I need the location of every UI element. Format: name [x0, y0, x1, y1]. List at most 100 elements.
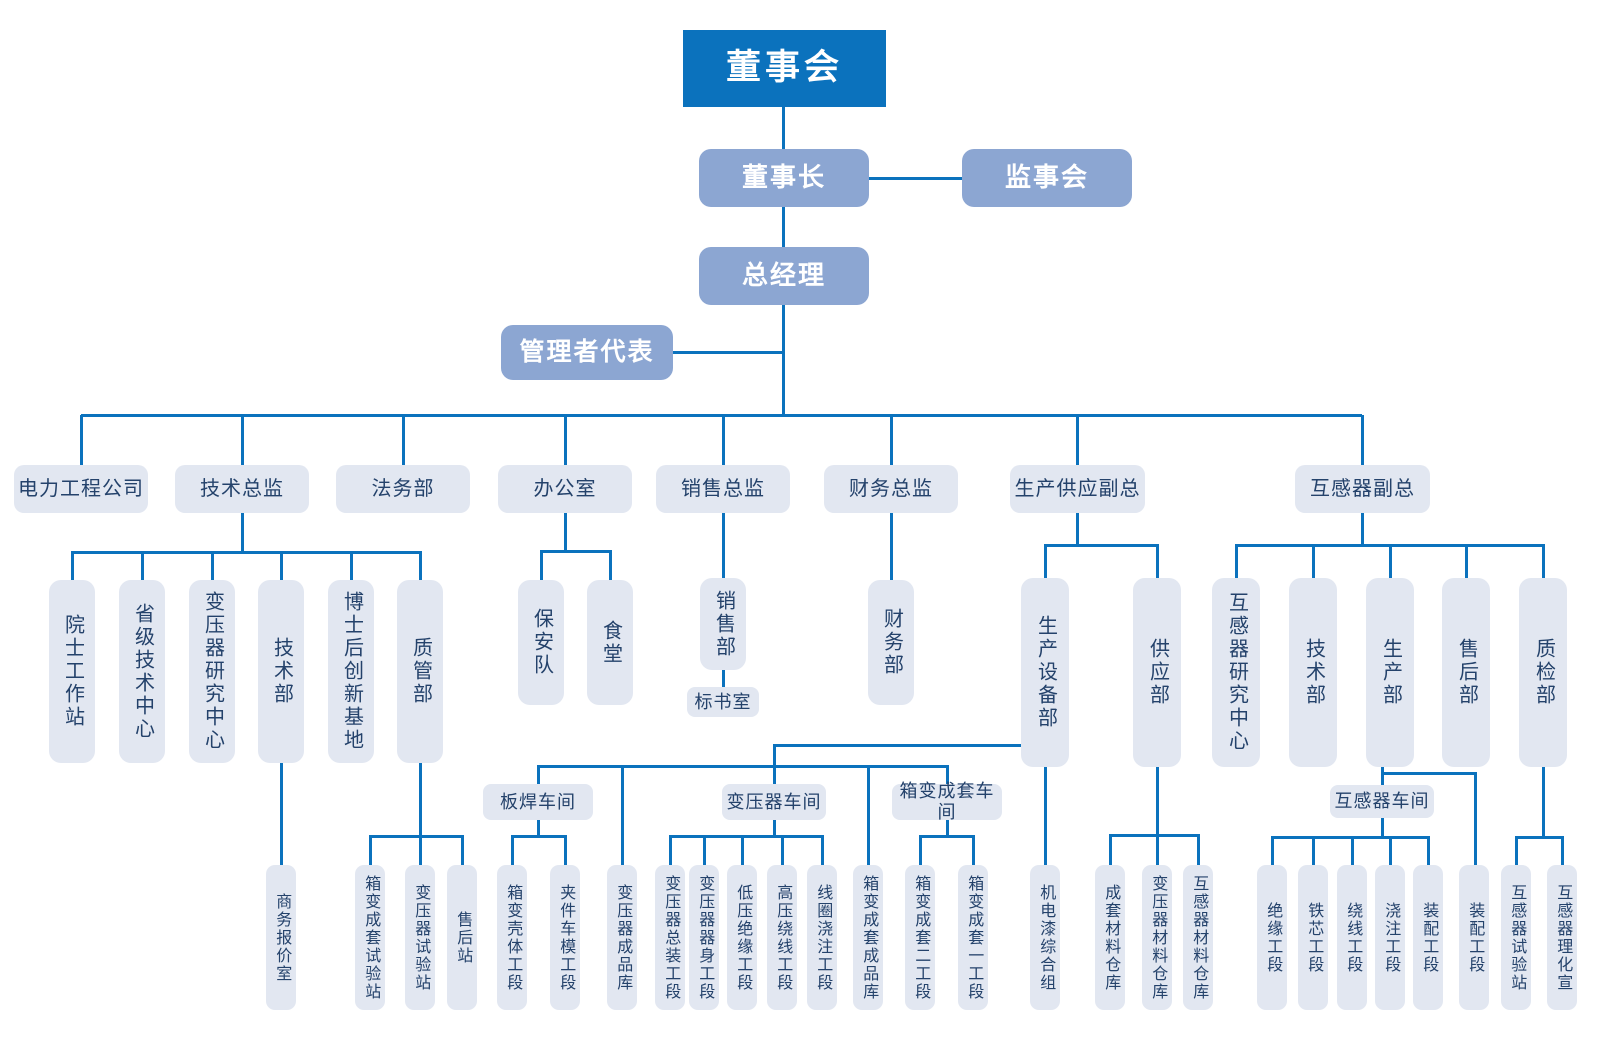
connector-line — [537, 765, 948, 768]
connector-line — [564, 835, 567, 865]
node-winding-section: 绕线工段 — [1337, 865, 1367, 1010]
connector-line — [241, 513, 244, 552]
node-transformer-test-station: 变压器试验站 — [405, 865, 435, 1010]
connector-line — [781, 835, 784, 865]
connector-line — [1044, 767, 1047, 865]
node-assembly-section-a: 装配工段 — [1413, 865, 1443, 1010]
connector-line — [1515, 836, 1518, 865]
node-tender-office: 标书室 — [687, 687, 759, 717]
node-elec-eng: 电力工程公司 — [14, 465, 148, 513]
connector-line — [1465, 544, 1468, 578]
connector-line — [1361, 415, 1364, 465]
connector-line — [80, 415, 83, 465]
connector-line — [741, 835, 744, 865]
node-tech-director: 技术总监 — [175, 465, 309, 513]
node-it-aftersales-dept: 售后部 — [1442, 578, 1490, 767]
connector-line — [564, 415, 567, 465]
node-box-section-2: 箱变成套二工段 — [905, 865, 935, 1010]
connector-line — [1110, 834, 1199, 837]
connector-line — [537, 820, 540, 836]
connector-line — [1561, 836, 1564, 865]
connector-line — [1381, 772, 1475, 775]
node-it-material-warehouse: 互感器材料仓库 — [1183, 865, 1213, 1010]
connector-line — [1389, 836, 1392, 865]
connector-line — [773, 820, 776, 836]
node-workshop-it: 互感器车间 — [1330, 785, 1434, 818]
connector-line — [869, 177, 962, 180]
connector-line — [821, 835, 824, 865]
connector-line — [867, 765, 870, 865]
connector-line — [722, 670, 725, 687]
connector-line — [511, 835, 514, 865]
connector-line — [890, 513, 893, 580]
connector-line — [72, 551, 421, 554]
node-workshop-box-assembly: 箱变成套车间 — [892, 781, 1002, 822]
connector-line — [402, 415, 405, 465]
node-it-research-center: 互感器研究中心 — [1212, 578, 1260, 767]
node-sales-director: 销售总监 — [656, 465, 790, 513]
connector-line — [1271, 836, 1274, 865]
node-kit-material-warehouse: 成套材料仓库 — [1095, 865, 1125, 1010]
node-finance-dept: 财务部 — [868, 580, 914, 705]
connector-line — [1312, 836, 1315, 865]
node-insulation-section: 绝缘工段 — [1257, 865, 1287, 1010]
connector-line — [609, 550, 612, 580]
connector-line — [782, 207, 785, 247]
node-legal-dept: 法务部 — [336, 465, 470, 513]
connector-line — [1381, 817, 1384, 837]
node-electromech-paint-group: 机电漆综合组 — [1030, 865, 1060, 1010]
node-office: 办公室 — [498, 465, 632, 513]
node-casting-section: 浇注工段 — [1375, 865, 1405, 1010]
connector-line — [461, 835, 464, 865]
connector-line — [211, 551, 214, 580]
node-lv-insulation-section: 低压绝缘工段 — [727, 865, 757, 1010]
node-prod-supply-vp: 生产供应副总 — [1010, 465, 1145, 513]
connector-line — [920, 835, 974, 838]
connector-line — [673, 351, 784, 354]
connector-line — [1197, 834, 1200, 865]
connector-line — [541, 550, 611, 553]
node-hv-winding-section: 高压绕线工段 — [767, 865, 797, 1010]
node-transformer-warehouse: 变压器成品库 — [607, 865, 637, 1010]
node-gm: 总经理 — [699, 247, 869, 305]
connector-line — [722, 415, 725, 465]
node-prod-equipment-dept: 生产设备部 — [1021, 578, 1069, 767]
connector-line — [1361, 513, 1364, 545]
connector-line — [564, 513, 567, 551]
node-core-section: 铁芯工段 — [1298, 865, 1328, 1010]
connector-line — [512, 835, 566, 838]
node-academician-station: 院士工作站 — [49, 580, 95, 763]
node-it-production-dept: 生产部 — [1366, 578, 1414, 767]
node-it-vp: 互感器副总 — [1295, 465, 1430, 513]
connector-line — [972, 835, 975, 865]
connector-line — [773, 744, 776, 767]
connector-line — [241, 415, 244, 465]
connector-line — [1076, 415, 1079, 465]
connector-line — [1389, 544, 1392, 578]
node-quality-mgmt-dept: 质管部 — [397, 580, 443, 763]
node-clamp-mold-section: 夹件车模工段 — [550, 865, 580, 1010]
node-box-warehouse: 箱变成套成品库 — [853, 865, 883, 1010]
node-workshop-transformer: 变压器车间 — [722, 784, 826, 820]
connector-line — [669, 835, 672, 865]
connector-line — [1076, 513, 1079, 545]
node-transformer-assembly-section: 变压器总装工段 — [655, 865, 685, 1010]
connector-line — [1381, 767, 1384, 785]
connector-line — [370, 835, 463, 838]
node-business-quote-office: 商务报价室 — [266, 865, 296, 1010]
connector-line — [369, 835, 372, 865]
node-transformer-material-warehouse: 变压器材料仓库 — [1142, 865, 1172, 1010]
node-postdoc-base: 博士后创新基地 — [328, 580, 374, 763]
node-supervisory: 监事会 — [962, 149, 1132, 207]
connector-line — [703, 835, 706, 865]
node-it-tech-dept: 技术部 — [1289, 578, 1337, 767]
connector-line — [890, 415, 893, 465]
node-supply-dept: 供应部 — [1133, 578, 1181, 767]
connector-line — [1351, 836, 1354, 865]
connector-line — [773, 744, 1021, 747]
connector-line — [946, 820, 949, 836]
connector-line — [782, 107, 785, 149]
node-transformer-research: 变压器研究中心 — [189, 580, 235, 763]
node-box-section-1: 箱变成套一工段 — [958, 865, 988, 1010]
